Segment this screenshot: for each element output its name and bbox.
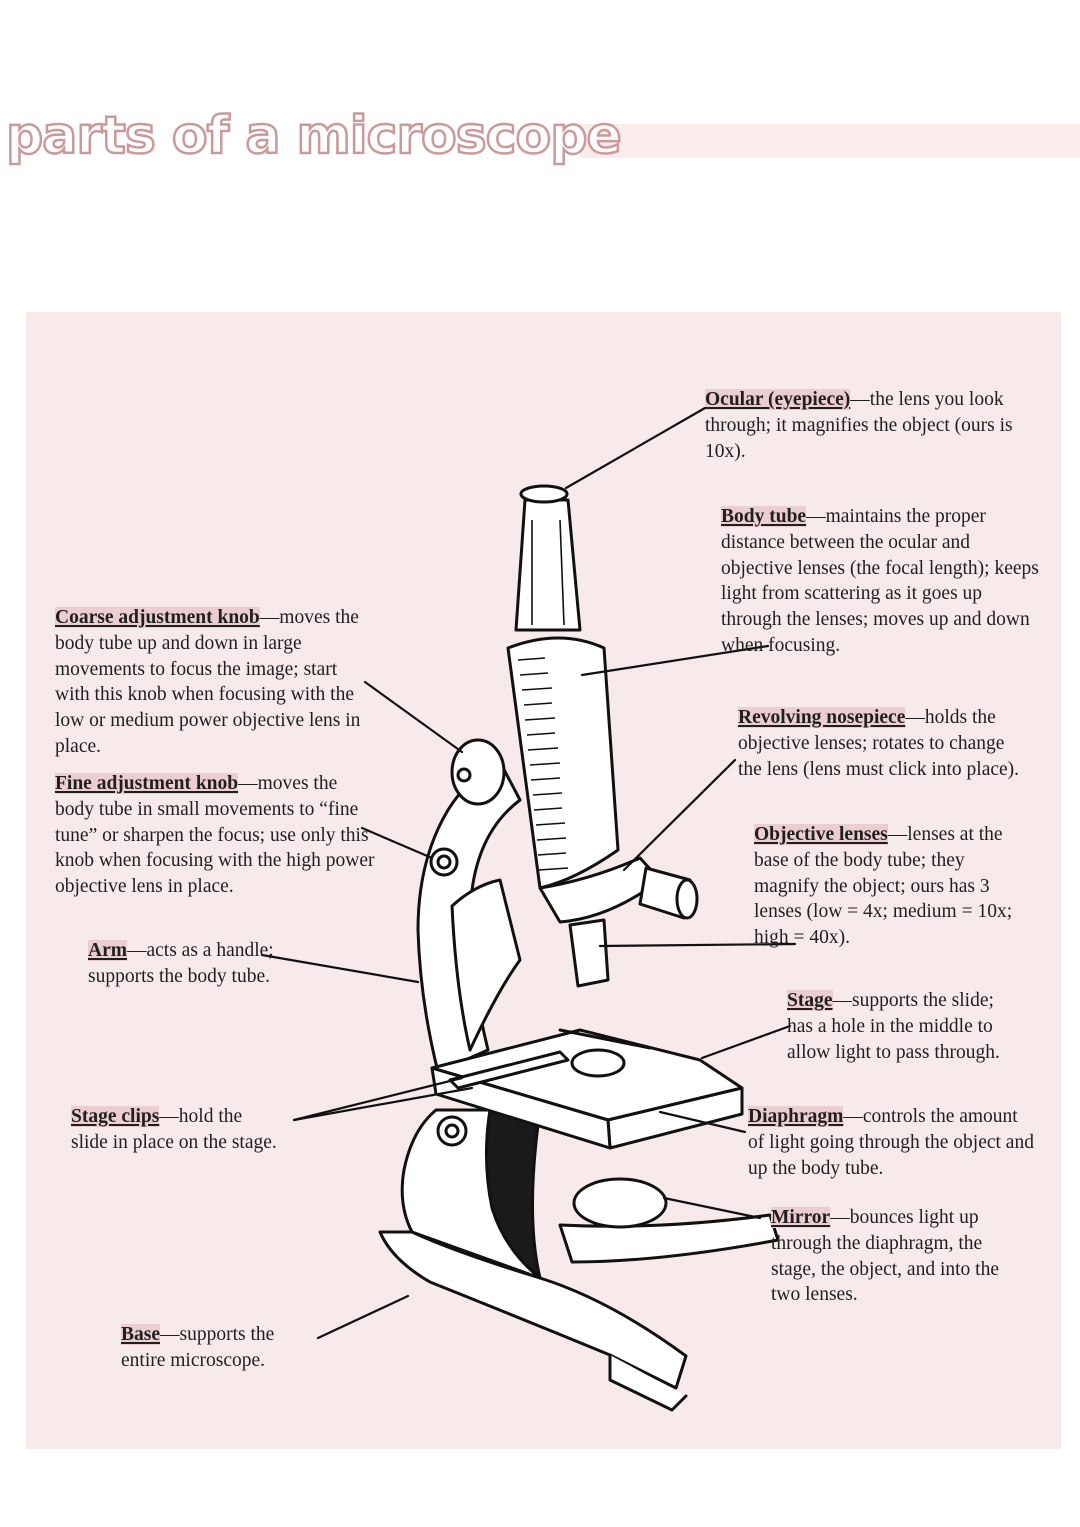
body-tube-lower-shape [506,636,620,890]
label-fine: Fine adjustment knob—moves the body tube… [55,773,375,898]
leader-stage [700,1024,792,1060]
desc-coarse: moves the body tube up and down in large… [55,607,361,757]
label-mirror: Mirror—bounces light up through the diap… [771,1207,999,1306]
arm-grip-shape [450,878,522,1052]
desc-arm: acts as a handle; supports the body tube… [88,940,274,987]
desc-diaphragm: controls the amount of light going throu… [748,1106,1034,1179]
base-shape [378,1230,688,1390]
stage-hole-shape [570,1048,626,1078]
desc-nosepiece: holds the objective lenses; rotates to c… [738,707,1020,780]
term-coarse: Coarse adjustment knob [55,607,260,628]
leader-nosepiece [622,758,737,872]
leader-ocular [564,406,707,490]
mirror-shape [572,1177,668,1229]
objective-high-shape [568,918,610,988]
desc-base: supports the entire microscope. [121,1324,275,1371]
desc-fine: moves the body tube in small movements t… [55,773,375,898]
desc-clips: hold the slide in place on the stage. [71,1106,277,1153]
term-diaphragm: Diaphragm [748,1106,844,1127]
term-mirror: Mirror [771,1207,831,1228]
base-front-shape [608,1353,688,1412]
term-nosepiece: Revolving nosepiece [738,707,906,728]
eyepiece-shape [519,484,569,504]
body-tube-upper-shape [514,498,582,632]
label-stage: Stage—supports the slide; has a hole in … [787,990,1000,1063]
leader-clips-2 [292,1086,474,1122]
leader-clips-1 [292,1076,464,1122]
leader-mirror [662,1196,762,1220]
leader-base [316,1294,410,1340]
term-fine: Fine adjustment knob [55,773,239,794]
label-ocular: Ocular (eyepiece)—the lens you look thro… [705,389,1013,462]
title-highlight-bar [580,124,1080,158]
pillar-dark-face [484,1108,542,1280]
stage-clip-shape [448,1050,570,1090]
label-base: Base—supports the entire microscope. [121,1324,275,1371]
leader-fine [360,826,434,860]
term-body-tube: Body tube [721,506,807,527]
term-ocular: Ocular (eyepiece) [705,389,851,410]
leader-arm [260,953,420,984]
desc-body-tube: maintains the proper distance between th… [721,506,1039,656]
label-body-tube: Body tube—maintains the proper distance … [721,506,1039,656]
label-arm: Arm—acts as a handle; supports the body … [88,940,274,987]
stage-clip-rear-shape [558,1028,652,1050]
desc-stage: supports the slide; has a hole in the mi… [787,990,1000,1063]
leader-coarse [363,680,464,754]
label-nosepiece: Revolving nosepiece—holds the objective … [738,707,1020,780]
label-clips: Stage clips—hold the slide in place on t… [71,1106,277,1153]
desc-ocular: the lens you look through; it magnifies … [705,389,1013,462]
leader-diaphragm [658,1110,747,1134]
term-objective: Objective lenses [754,824,888,845]
label-objective: Objective lenses—lenses at the base of t… [754,824,1013,949]
term-base: Base [121,1324,160,1345]
term-stage: Stage [787,990,833,1011]
leader-body-tube [580,644,770,677]
desc-mirror: bounces light up through the diaphragm, … [771,1207,999,1306]
desc-objective: lenses at the base of the body tube; the… [754,824,1013,949]
coarse-knob-shape [450,738,506,806]
term-arm: Arm [88,940,127,961]
page-title: parts of a microscope [5,105,623,168]
term-clips: Stage clips [71,1106,160,1127]
label-coarse: Coarse adjustment knob—moves the body tu… [55,607,361,757]
leader-objective [598,942,797,948]
label-diaphragm: Diaphragm—controls the amount of light g… [748,1106,1034,1179]
